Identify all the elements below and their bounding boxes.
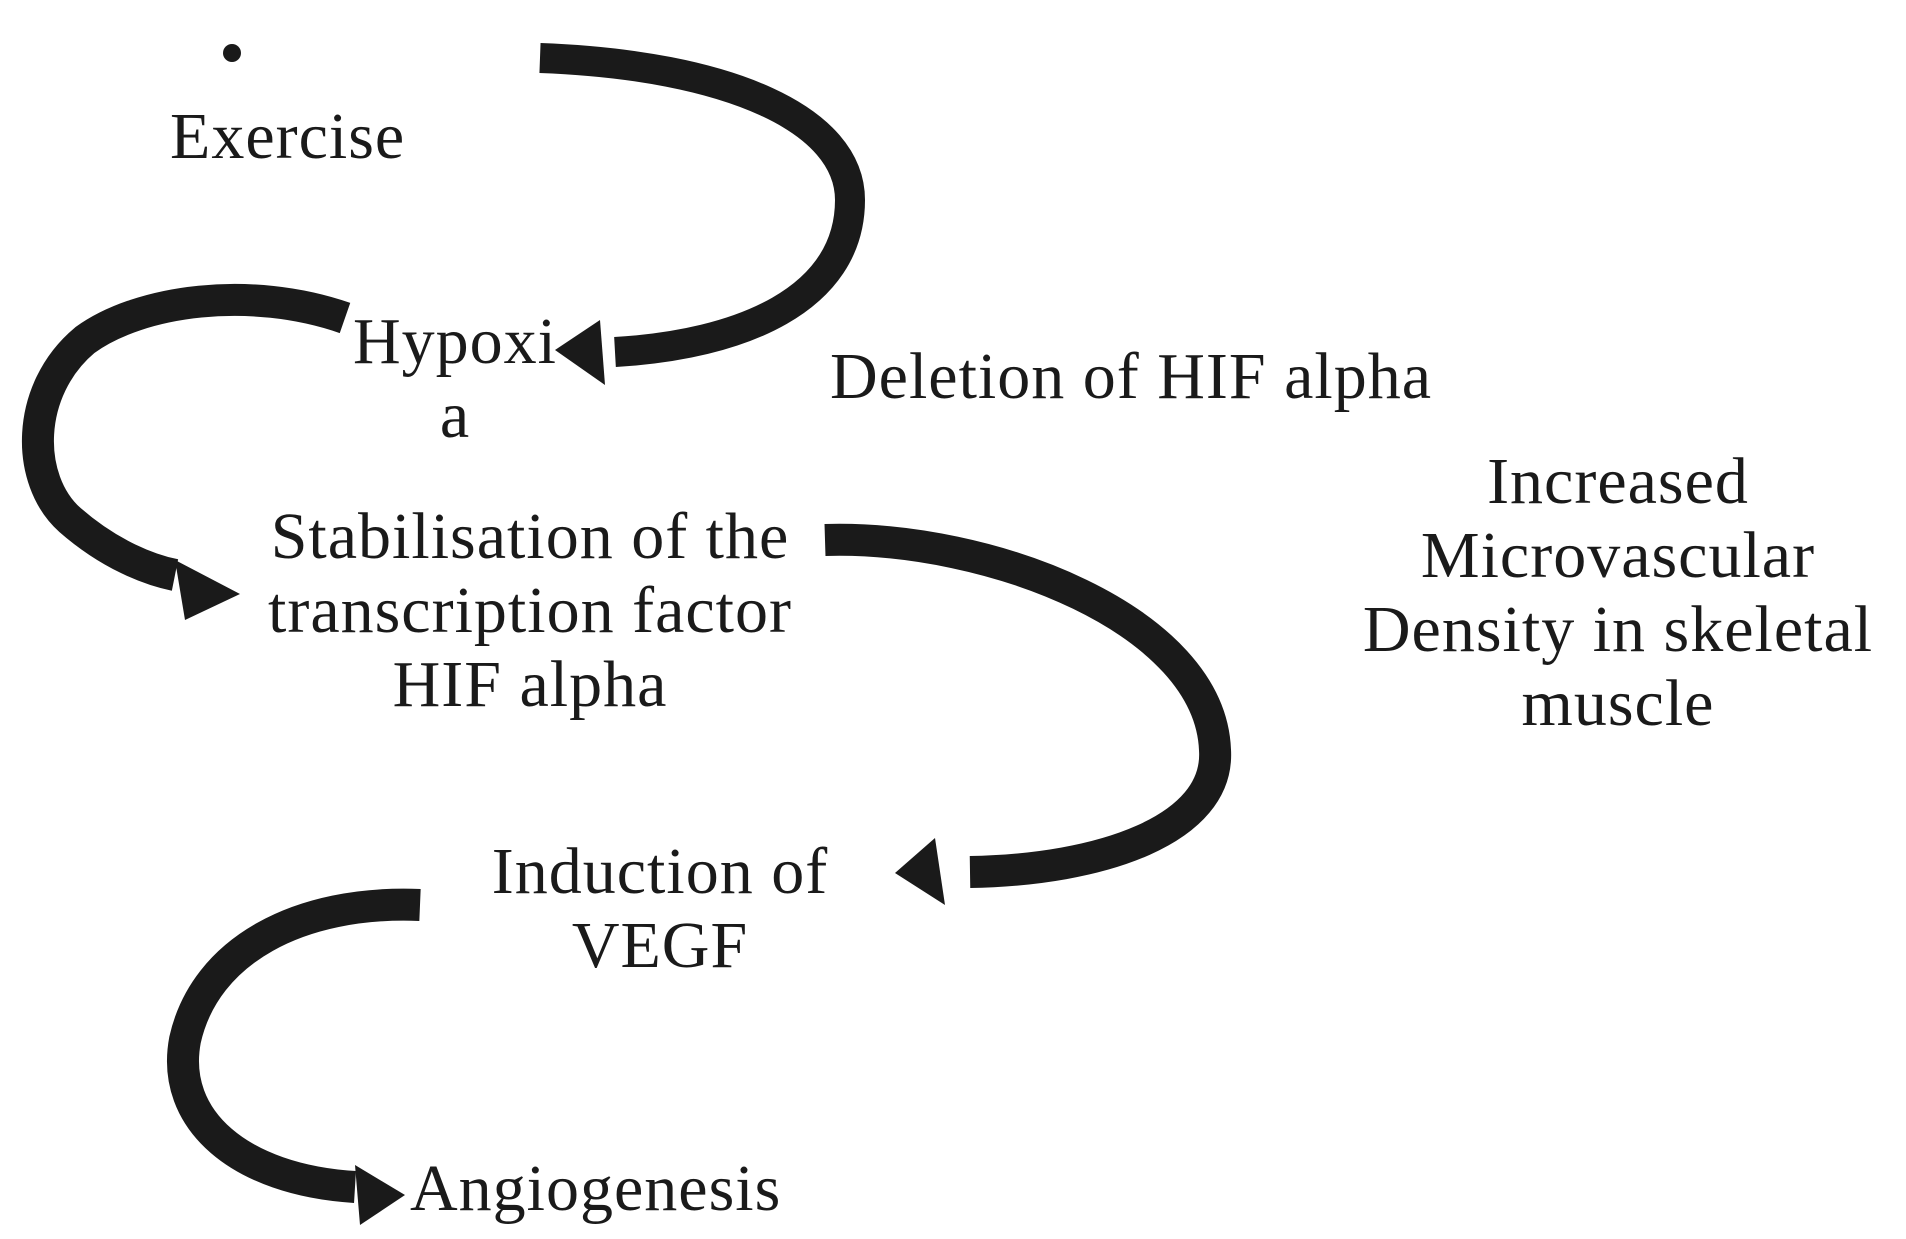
arrow-hypoxia-to-stabilisation-shaft: [22, 283, 351, 591]
arrow-vegf-to-angiogenesis-shaft: [167, 888, 421, 1203]
arrow-vegf-to-angiogenesis-head: [355, 1165, 405, 1225]
arrow-exercise-to-hypoxia: [539, 43, 866, 385]
arrow-stabilisation-to-vegf-shaft: [824, 523, 1232, 888]
deletion-label: Deletion of HIF alpha: [830, 340, 1433, 413]
hypoxia-label: Hypoxi a: [353, 305, 557, 452]
arrow-exercise-to-hypoxia-head: [555, 320, 605, 385]
exercise-label: Exercise: [170, 100, 406, 173]
vegf-label: Induction of VEGF: [491, 835, 829, 982]
arrow-vegf-to-angiogenesis: [167, 888, 421, 1225]
angiogenesis-label: Angiogenesis: [410, 1152, 782, 1225]
stabilisation-label: Stabilisation of the transcription facto…: [268, 500, 792, 721]
bullet-dot: [223, 44, 241, 62]
arrow-hypoxia-to-stabilisation: [22, 283, 351, 620]
arrow-stabilisation-to-vegf-head: [895, 838, 945, 905]
arrow-hypoxia-to-stabilisation-head: [175, 560, 240, 620]
arrow-stabilisation-to-vegf: [824, 523, 1232, 905]
increased-density-label: Increased Microvascular Density in skele…: [1362, 445, 1874, 740]
arrow-exercise-to-hypoxia-shaft: [539, 43, 866, 367]
